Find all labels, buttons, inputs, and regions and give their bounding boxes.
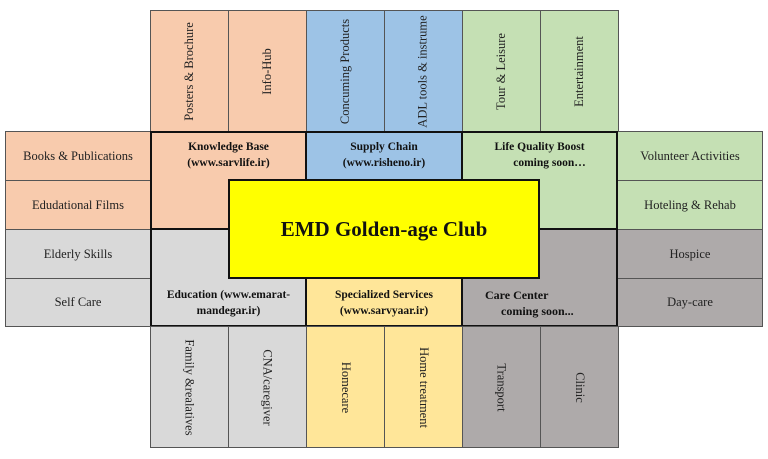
right-cell-volunteer-activities: Volunteer Activities (617, 131, 763, 181)
education-label: Education (www.emarat- mandegar.ir) (152, 287, 305, 319)
zone-name: Supply Chain (350, 141, 418, 153)
cell-label: CNA/caregiver (260, 348, 275, 426)
cell-label: Day-care (667, 295, 713, 309)
zone-url: (www.sarvlife.ir) (187, 157, 270, 169)
top-cell-entertainment: Entertainment (540, 10, 619, 132)
zone-url: mandegar.ir) (196, 305, 261, 317)
cell-label: Home treatment (417, 346, 431, 428)
cell-label: ADL tools & instrume (416, 14, 431, 128)
top-cell-info-hub: Info-Hub (228, 10, 307, 132)
zone-name: Life Quality Boost (494, 141, 585, 153)
zone-status: coming soon... (501, 304, 574, 318)
left-cell-self-care: Self Care (5, 278, 151, 327)
life-quality-boost-label: Life Quality Boost coming soon… (463, 139, 616, 171)
bottom-cell-clinic: Clinic (540, 326, 619, 448)
zone-url: (www.sarvyaar.ir) (339, 305, 429, 317)
bottom-cell-homecare: Homecare (306, 326, 385, 448)
cell-label: Info-Hub (259, 47, 274, 95)
center-title-box: EMD Golden-age Club (228, 179, 540, 279)
cell-label: Tour & Leisure (493, 32, 508, 110)
zone-name: Knowledge Base (188, 141, 269, 153)
cell-label: Hoteling & Rehab (644, 197, 736, 212)
cell-label: Clinic (573, 371, 587, 403)
care-center-label: Care Center coming soon... (463, 287, 616, 319)
right-cell-hospice: Hospice (617, 229, 763, 279)
top-cell-consuming-products: Concuming Products (306, 10, 385, 132)
cell-label: Hospice (669, 246, 711, 261)
zone-name: Specialized Services (334, 289, 434, 301)
cell-label: Entertainment (572, 35, 586, 107)
cell-label: Posters & Brochure (182, 21, 197, 121)
zone-url: (www.risheno.ir) (342, 157, 426, 169)
cell-label: Edudational Films (31, 197, 124, 212)
cell-label: Self Care (54, 295, 102, 309)
cell-label: Family &realatives (183, 338, 197, 436)
zone-name: Care Center (485, 288, 549, 302)
bottom-cell-transport: Transport (462, 326, 541, 448)
bottom-cell-home-treatment: Home treatment (384, 326, 463, 448)
cell-label: Homecare (338, 361, 353, 413)
specialized-services-label: Specialized Services (www.sarvyaar.ir) (307, 287, 461, 319)
bottom-cell-cna-caregiver: CNA/caregiver (228, 326, 307, 448)
right-cell-hoteling-rehab: Hoteling & Rehab (617, 180, 763, 230)
bottom-cell-family-relatives: Family &realatives (150, 326, 229, 448)
supply-chain-label: Supply Chain (www.risheno.ir) (307, 139, 461, 171)
top-cell-adl-tools: ADL tools & instrume (384, 10, 463, 132)
center-title: EMD Golden-age Club (280, 216, 488, 241)
top-cell-posters-brochure: Posters & Brochure (150, 10, 229, 132)
knowledge-base-label: Knowledge Base (www.sarvlife.ir) (152, 139, 305, 171)
right-cell-day-care: Day-care (617, 278, 763, 327)
left-cell-elderly-skills: Elderly Skills (5, 229, 151, 279)
cell-label: Volunteer Activities (640, 148, 740, 163)
cell-label: Books & Publications (23, 148, 133, 163)
cell-label: Transport (494, 362, 509, 412)
top-cell-tour-leisure: Tour & Leisure (462, 10, 541, 132)
left-cell-books-publications: Books & Publications (5, 131, 151, 181)
left-cell-educational-films: Edudational Films (5, 180, 151, 230)
cell-label: Elderly Skills (43, 246, 113, 261)
cell-label: Concuming Products (338, 18, 352, 124)
zone-name: Education (www.emarat- (166, 289, 291, 301)
zone-status: coming soon… (513, 157, 586, 169)
